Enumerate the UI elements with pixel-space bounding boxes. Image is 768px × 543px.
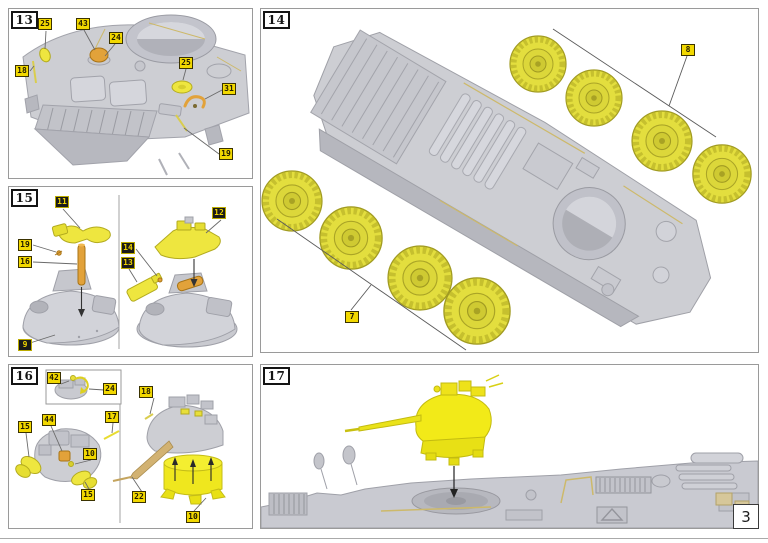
- part-callout-15: 15: [18, 421, 32, 433]
- turret-detail-illustration: [15, 369, 226, 523]
- part-callout-25: 25: [179, 57, 193, 69]
- step-13-panel: 13 25 43 24 25 18 31 19: [8, 8, 253, 179]
- step-17-panel: 17 3: [260, 364, 759, 529]
- leader-lines: [29, 29, 223, 155]
- part-43-dome: [87, 47, 111, 66]
- part-callout-13: 13: [121, 257, 135, 269]
- up-arrow-icon: [172, 457, 214, 484]
- step-number: 15: [11, 189, 38, 207]
- pedestal-left: [22, 223, 120, 346]
- part-callout-7: 7: [345, 311, 359, 323]
- turret-mount-illustration: [261, 374, 758, 528]
- part-callout-18: 18: [139, 386, 153, 398]
- pedestal-right: [126, 216, 238, 348]
- part-12-receiver: [154, 216, 221, 260]
- part-18-pin: [144, 413, 154, 420]
- part-callout-11: 11: [55, 196, 69, 208]
- step-number: 16: [11, 367, 38, 385]
- step-14-panel: 14 8 7: [260, 8, 759, 353]
- part-callout-25: 25: [38, 18, 52, 30]
- step-number: 17: [263, 367, 290, 385]
- part-callout-9: 9: [18, 339, 32, 351]
- part-callout-42: 42: [47, 372, 61, 384]
- page-number: 3: [733, 504, 759, 529]
- part-17-rod: [103, 430, 120, 440]
- turret-right: [112, 394, 226, 505]
- part-31-handle: [183, 95, 206, 109]
- leader-lines: [29, 208, 222, 344]
- turret-gun-barrel: [358, 414, 422, 432]
- step-15-panel: 15 11 19 16 9 12 14 13: [8, 186, 253, 357]
- part-18-rod: [32, 60, 37, 84]
- turret-left: [15, 428, 120, 489]
- railing: [560, 476, 594, 504]
- part-callout-18: 18: [15, 65, 29, 77]
- rotate-arrow-icon: [74, 376, 89, 393]
- part-callout-19: 19: [18, 239, 32, 251]
- hull-front-illustration: [22, 14, 250, 176]
- part-turret-assembly: [344, 374, 504, 466]
- hull-wheels-illustration: [261, 28, 758, 351]
- step-number: 13: [11, 11, 38, 29]
- pedestal-illustration: [22, 195, 238, 349]
- part-callout-31: 31: [222, 83, 236, 95]
- part-11-cradle: [58, 225, 111, 244]
- part-callout-43: 43: [76, 18, 90, 30]
- part-callout-10: 10: [83, 448, 97, 460]
- hull-roof: [261, 445, 758, 528]
- part-callout-44: 44: [42, 414, 56, 426]
- part-callout-19: 19: [219, 148, 233, 160]
- down-arrow-icon: [450, 466, 458, 498]
- leader-lines: [276, 28, 717, 351]
- part-44-block: [58, 450, 71, 462]
- step-number: 14: [263, 11, 290, 29]
- leader-lines: [25, 380, 207, 512]
- part-16-cylinder: [77, 243, 86, 286]
- part-10-pin: [68, 461, 74, 467]
- part-callout-22: 22: [132, 491, 146, 503]
- step-16-panel: 16 42 24 18 17 44 15 10 15 22 10: [8, 364, 253, 529]
- part-callout-24: 24: [103, 383, 117, 395]
- part-callout-10: 10: [186, 511, 200, 523]
- inset-mini-drawing: [54, 375, 89, 400]
- part-14-connector: [150, 272, 163, 284]
- tan-box: [715, 492, 733, 506]
- hull-top-view: [310, 29, 712, 328]
- page-edge-line: [0, 538, 768, 539]
- part-callout-8: 8: [681, 44, 695, 56]
- part-19-pin: [54, 250, 63, 256]
- part-25-oval: [171, 80, 193, 94]
- part-callout-14: 14: [121, 242, 135, 254]
- part-callout-17: 17: [105, 411, 119, 423]
- part-callout-24: 24: [109, 32, 123, 44]
- part-callout-15: 15: [81, 489, 95, 501]
- part-callout-12: 12: [212, 207, 226, 219]
- part-25-disc: [39, 47, 51, 63]
- part-callout-16: 16: [18, 256, 32, 268]
